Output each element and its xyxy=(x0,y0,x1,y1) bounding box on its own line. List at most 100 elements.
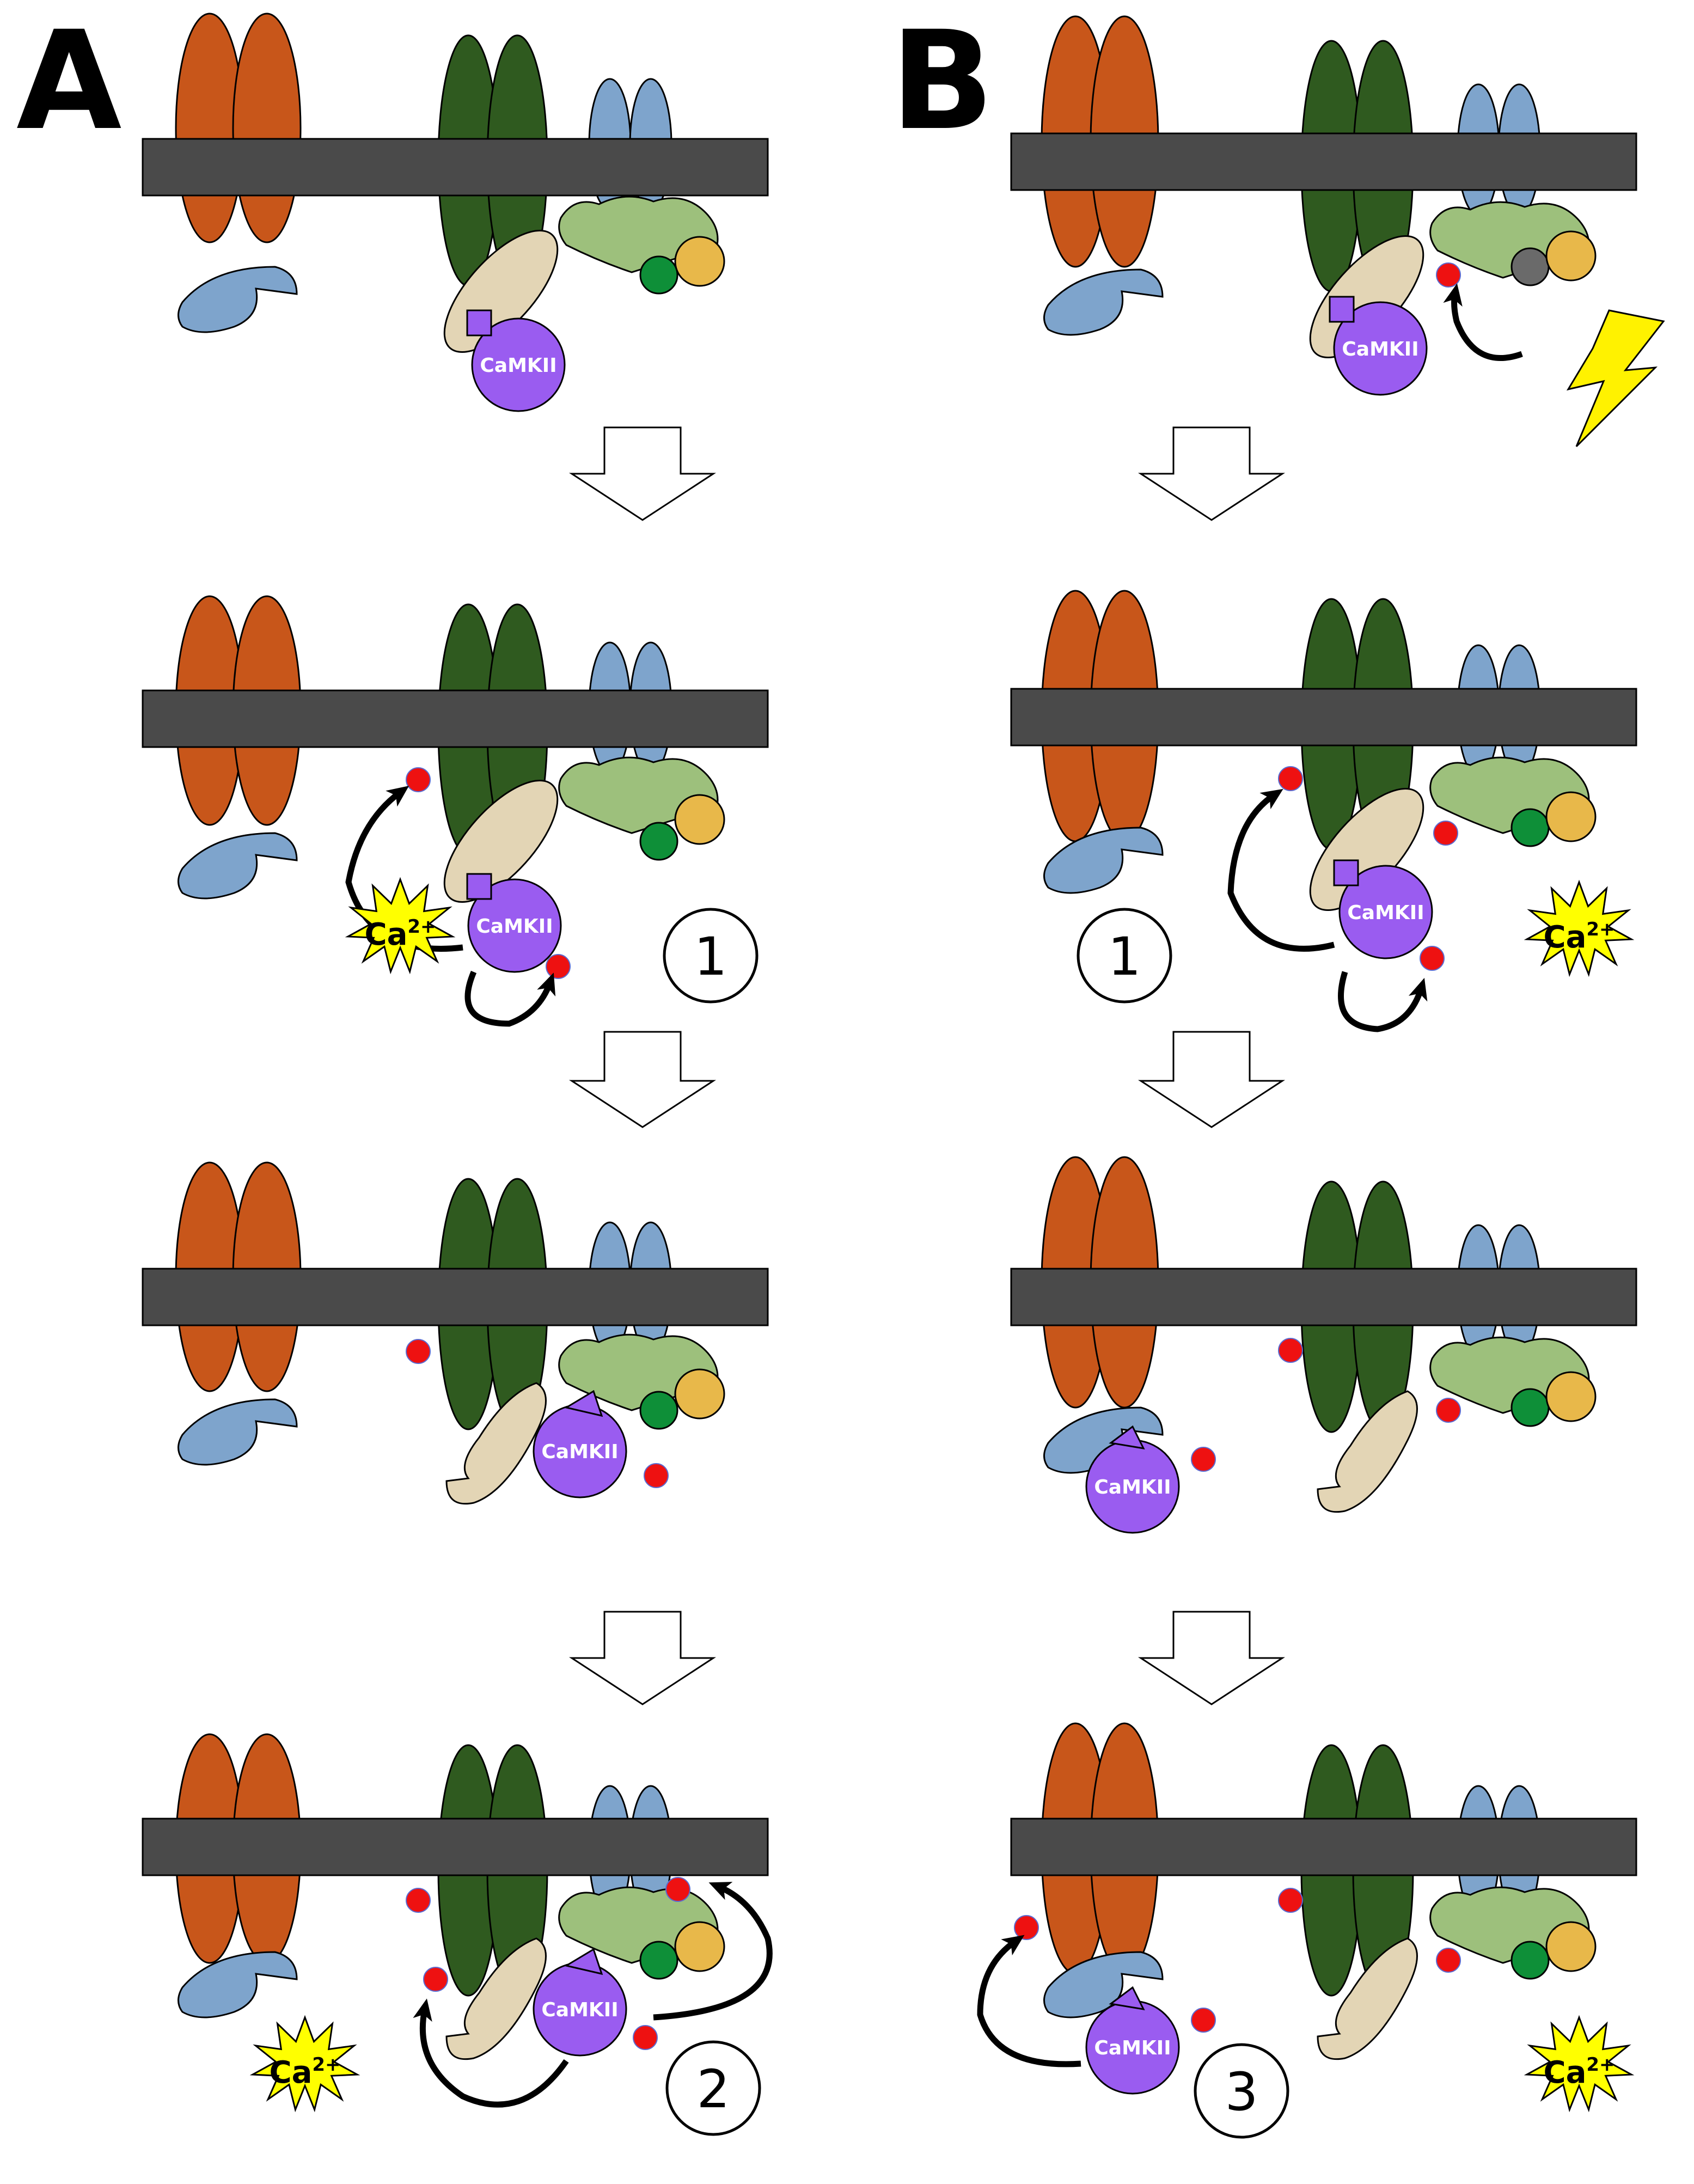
green-dot xyxy=(639,822,678,861)
blue-subunit xyxy=(1043,827,1164,894)
orange-channel xyxy=(175,13,302,243)
panel-b-state-1: CaMKII xyxy=(1010,15,1665,448)
phosphate-dot xyxy=(1433,821,1458,846)
membrane xyxy=(142,1268,769,1326)
gold-dot xyxy=(674,236,725,287)
membrane xyxy=(142,138,769,197)
curved-arrow xyxy=(464,970,556,1027)
calcium-burst xyxy=(249,2015,360,2113)
tan-protein xyxy=(1317,1937,1418,2060)
gold-dot xyxy=(1545,791,1597,842)
camkii xyxy=(1333,301,1428,396)
camkii-label: CaMKII xyxy=(541,1999,618,2021)
camkii xyxy=(471,317,566,412)
panel-a-state-4: CaMKII Ca2+ 2 xyxy=(142,1733,773,2136)
blue-subunit xyxy=(178,1398,298,1466)
membrane xyxy=(142,689,769,748)
step-number: 3 xyxy=(1225,2061,1258,2122)
panel-b-state-3: CaMKII xyxy=(1010,1156,1637,1534)
down-arrow xyxy=(1138,426,1286,521)
camkii-label: CaMKII xyxy=(1094,1476,1171,1498)
phosphate-dot xyxy=(1420,946,1445,971)
tan-protein xyxy=(443,779,559,903)
down-arrow xyxy=(568,1611,717,1705)
panel-label-b: B xyxy=(890,2,994,160)
step-number-badge xyxy=(1077,908,1172,1004)
blue-subunit xyxy=(178,832,298,900)
gold-dot xyxy=(1545,1371,1597,1422)
camkii xyxy=(1338,865,1433,959)
curved-arrow xyxy=(413,1998,569,2108)
step-number-badge xyxy=(663,908,759,1004)
curved-arrow xyxy=(1227,788,1335,952)
green-dot xyxy=(1510,1388,1550,1427)
membrane xyxy=(1010,132,1637,191)
tan-protein xyxy=(1317,1390,1418,1513)
phosphate-dot xyxy=(1278,766,1303,791)
gold-dot xyxy=(674,1921,725,1972)
camkii-label: CaMKII xyxy=(476,915,553,938)
blue-subunit xyxy=(178,1951,298,2018)
phosphate-dot xyxy=(633,2025,658,2050)
calcium-burst xyxy=(1524,2015,1635,2113)
blue-subunit xyxy=(178,266,298,333)
phosphate-dot xyxy=(1436,1398,1461,1423)
lightning-bolt xyxy=(1566,309,1665,448)
phosphate-dot xyxy=(546,954,571,979)
step-number-badge xyxy=(665,2040,761,2136)
curved-arrow xyxy=(1338,971,1428,1032)
step-number: 1 xyxy=(694,926,727,987)
gold-dot xyxy=(1545,230,1597,282)
blue-subunit xyxy=(1043,268,1164,336)
step-number: 2 xyxy=(696,2059,730,2120)
panel-label-a: A xyxy=(16,2,121,160)
calcium-burst xyxy=(1524,879,1635,977)
green-dot xyxy=(639,1391,678,1430)
membrane xyxy=(1010,688,1637,747)
down-arrow xyxy=(1138,1031,1286,1128)
phosphate-dot xyxy=(665,1877,690,1902)
down-arrow xyxy=(1138,1611,1286,1705)
camkii-label: CaMKII xyxy=(541,1441,618,1463)
panel-a-state-2: CaMKII Ca2+ 1 xyxy=(142,595,769,1027)
green-dot xyxy=(639,255,678,295)
blue-subunit xyxy=(1043,1951,1164,2018)
curved-arrow xyxy=(653,1882,773,2021)
calcium-label: Ca2+ xyxy=(269,2054,340,2090)
green-dot xyxy=(639,1941,678,1980)
panel-b-state-4: CaMKII Ca2+ 3 xyxy=(977,1722,1637,2139)
phosphate-dot xyxy=(1191,2008,1216,2033)
phosphate-dot xyxy=(423,1967,448,1992)
tan-protein xyxy=(445,1937,547,2060)
gold-dot xyxy=(1545,1921,1597,1972)
camkii-label: CaMKII xyxy=(1342,338,1418,360)
camkii-label: CaMKII xyxy=(1347,902,1424,924)
phosphate-dot xyxy=(406,1888,431,1913)
calcium-label: Ca2+ xyxy=(1543,2054,1615,2090)
calcium-label: Ca2+ xyxy=(1543,919,1615,955)
curved-arrow xyxy=(1443,283,1523,361)
gold-dot xyxy=(674,794,725,845)
phosphate-dot xyxy=(1278,1888,1303,1913)
camkii-label: CaMKII xyxy=(480,354,556,377)
step-number-badge xyxy=(1194,2043,1289,2139)
membrane xyxy=(1010,1818,1637,1876)
tan-protein xyxy=(445,1382,547,1505)
panel-a-state-1: CaMKII xyxy=(142,13,769,412)
phosphate-dot xyxy=(1436,262,1461,287)
green-dot xyxy=(1510,1941,1550,1980)
phosphate-dot xyxy=(406,767,431,792)
panel-b-state-2: CaMKII Ca2+ 1 xyxy=(1010,590,1637,1032)
calcium-burst xyxy=(345,877,456,975)
green-dot xyxy=(1510,808,1550,847)
gold-dot xyxy=(674,1368,725,1420)
curved-arrow xyxy=(977,1935,1081,2067)
phosphate-dot xyxy=(1278,1338,1303,1363)
phosphate-dot xyxy=(1436,1948,1461,1973)
step-number: 1 xyxy=(1108,926,1141,987)
camkii-label: CaMKII xyxy=(1094,2037,1171,2059)
down-arrow xyxy=(568,1031,717,1128)
down-arrow xyxy=(568,426,717,521)
